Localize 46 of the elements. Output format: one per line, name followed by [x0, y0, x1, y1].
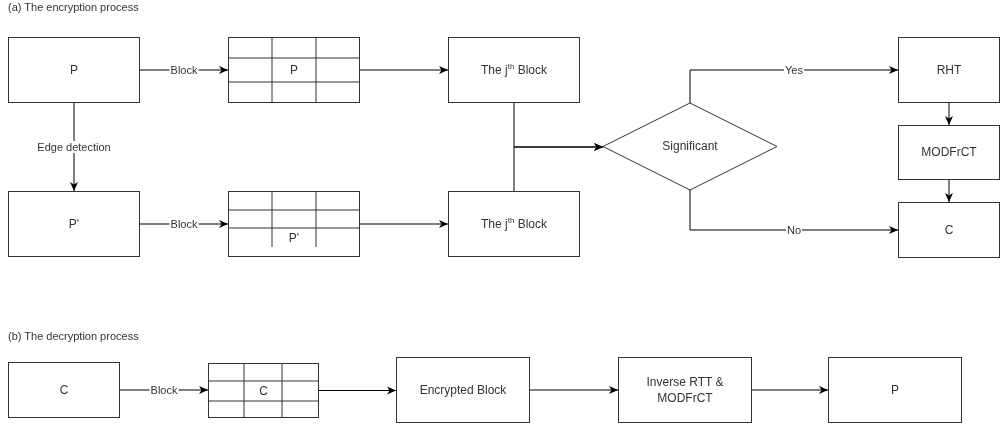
section-heading: (b) The decryption process	[8, 330, 139, 342]
process-box	[396, 357, 530, 423]
arrow	[751, 386, 829, 394]
arrow	[318, 386, 397, 395]
block-grid	[208, 363, 319, 418]
node-text: The j$^{th}$ Block	[479, 215, 548, 233]
edge-label: Yes	[784, 64, 804, 76]
process-box	[898, 202, 1000, 258]
node-text: Significant	[661, 138, 719, 155]
node-text: P'	[67, 215, 81, 233]
node-text: Inverse RTT & MODFrCT	[645, 373, 725, 407]
arrow	[689, 66, 899, 104]
block-grid	[228, 37, 360, 103]
process-box	[898, 37, 1000, 103]
node-text: C	[943, 221, 955, 239]
section-heading: (a) The encryption process	[8, 1, 139, 13]
node-text: RHT	[935, 61, 963, 79]
arrow	[70, 102, 78, 192]
node-text: C	[58, 381, 70, 399]
process-box	[8, 37, 140, 103]
arrow	[945, 179, 953, 203]
arrow	[359, 220, 449, 228]
arrow	[529, 386, 619, 394]
edge-label: Block	[169, 64, 199, 76]
process-box	[448, 37, 580, 103]
process-box	[8, 191, 140, 257]
process-box	[448, 191, 580, 257]
node-text: P	[69, 61, 79, 79]
node-text: MODFrCT	[920, 144, 978, 161]
process-box	[828, 357, 962, 423]
process-box	[898, 125, 1000, 180]
node-text: The j$^{th}$ Block	[479, 61, 548, 79]
edge-label: Edge detection	[36, 141, 112, 153]
arrow	[359, 66, 449, 74]
arrow	[689, 189, 899, 234]
node-text: P	[890, 381, 900, 399]
block-grid	[228, 191, 360, 257]
arrow	[513, 143, 604, 192]
edge-label: Block	[169, 218, 199, 230]
process-box	[618, 357, 752, 423]
edge-label: No	[785, 224, 803, 236]
edge-label: Block	[149, 384, 179, 396]
node-text: Encrypted Block	[418, 381, 508, 399]
decision-diamond	[603, 103, 777, 190]
arrow	[945, 102, 953, 126]
process-box	[8, 362, 120, 418]
